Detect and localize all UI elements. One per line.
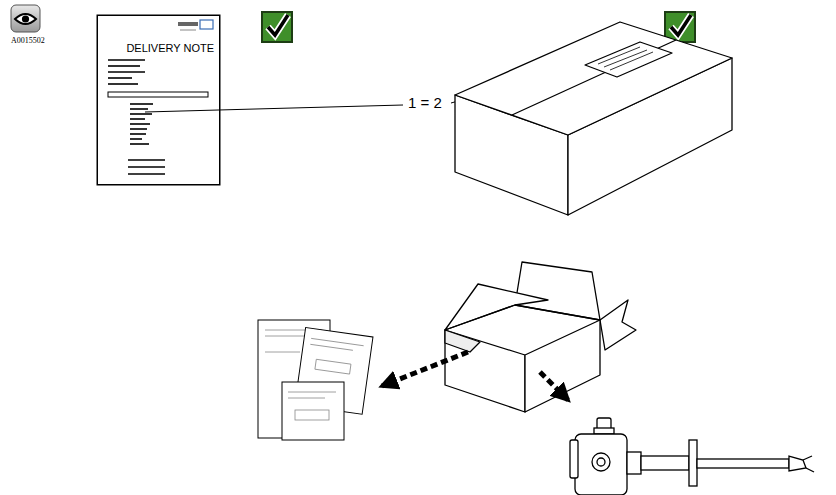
documents (258, 320, 373, 440)
closed-box (455, 22, 732, 215)
check-mark (262, 12, 292, 42)
delivery-note (97, 15, 220, 185)
unpack-arrow (382, 352, 568, 400)
callout-label: 1 = 2 (406, 94, 444, 111)
document-heading: DELIVERY NOTE (126, 42, 214, 54)
document-sheet: DELIVERY NOTE (97, 15, 220, 185)
transmitter-device (570, 418, 814, 495)
figure-code: A0015502 (9, 36, 47, 45)
eye-icon (11, 5, 40, 32)
open-box (445, 262, 636, 412)
